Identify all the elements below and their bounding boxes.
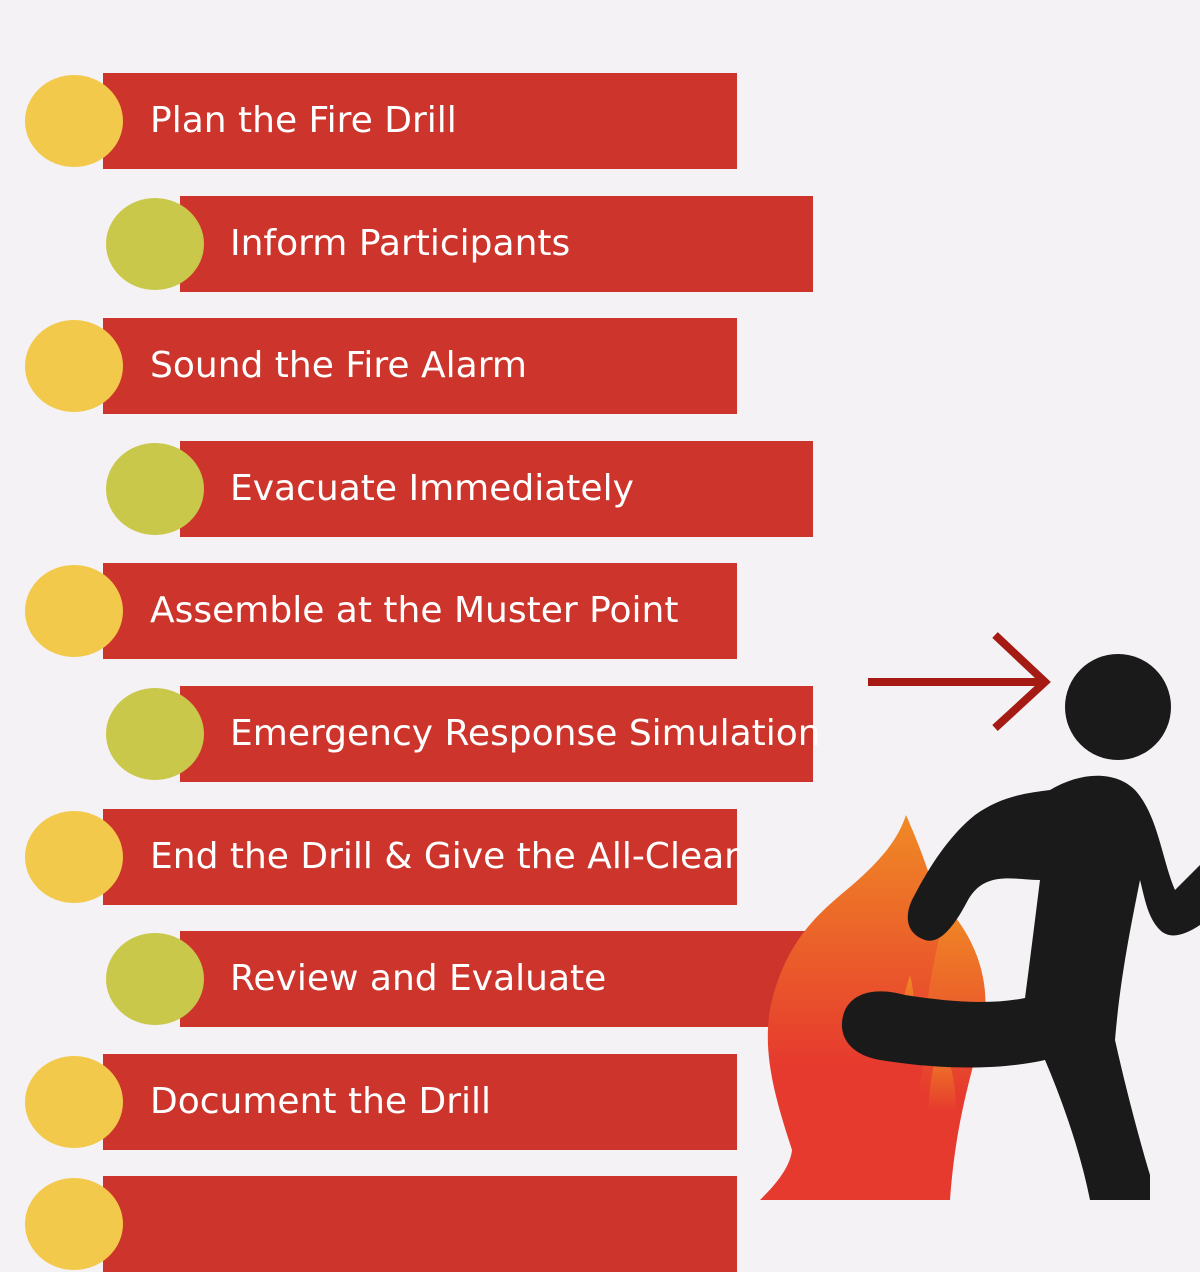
step-bar <box>103 808 737 905</box>
step-dot <box>25 75 123 167</box>
step-label: Sound the Fire Alarm <box>150 345 527 387</box>
step-inform-participants: Inform Participants <box>0 195 1200 292</box>
step-sound-fire-alarm: Sound the Fire Alarm <box>0 318 1200 415</box>
step-dot <box>106 442 204 535</box>
fire-exit-illustration <box>760 632 1200 1200</box>
step-evacuate-immediately: Evacuate Immediately <box>0 440 1200 537</box>
step-bar <box>180 195 813 292</box>
step-label: Document the Drill <box>150 1080 491 1122</box>
step-plan-fire-drill: Plan the Fire Drill <box>0 73 1200 169</box>
step-label: Assemble at the Muster Point <box>150 590 679 632</box>
step-bar <box>103 1053 737 1150</box>
step-end-drill-all-clear: End the Drill & Give the All-Clear <box>0 808 1200 905</box>
step-assemble-muster-point: Assemble at the Muster Point <box>0 563 1200 660</box>
step-emergency-response-simulation: Emergency Response Simulation <box>0 686 1200 782</box>
running-person-icon <box>841 654 1200 1200</box>
step-dot <box>106 933 204 1026</box>
step-label: Plan the Fire Drill <box>150 100 457 141</box>
step-label: Emergency Response Simulation <box>230 713 821 754</box>
step-dot <box>106 197 204 290</box>
step-bar <box>180 931 813 1028</box>
step-bar <box>103 563 737 660</box>
step-dot <box>25 320 123 413</box>
step-label: Review and Evaluate <box>230 958 607 1000</box>
step-label: Evacuate Immediately <box>230 467 634 509</box>
step-label: Inform Participants <box>230 222 571 264</box>
step-bar <box>180 686 813 782</box>
step-bar <box>103 73 737 169</box>
step-dot <box>25 1055 123 1148</box>
step-dot <box>25 565 123 658</box>
step-document-drill: Document the Drill <box>0 1053 1200 1150</box>
exit-arrow-icon <box>868 632 1051 731</box>
step-review-evaluate: Review and Evaluate <box>0 931 1200 1028</box>
step-dot <box>25 810 123 903</box>
step-label: End the Drill & Give the All-Clear <box>150 835 739 877</box>
step-bar <box>180 440 813 537</box>
step-bar <box>103 318 737 415</box>
step-dot <box>106 688 204 780</box>
